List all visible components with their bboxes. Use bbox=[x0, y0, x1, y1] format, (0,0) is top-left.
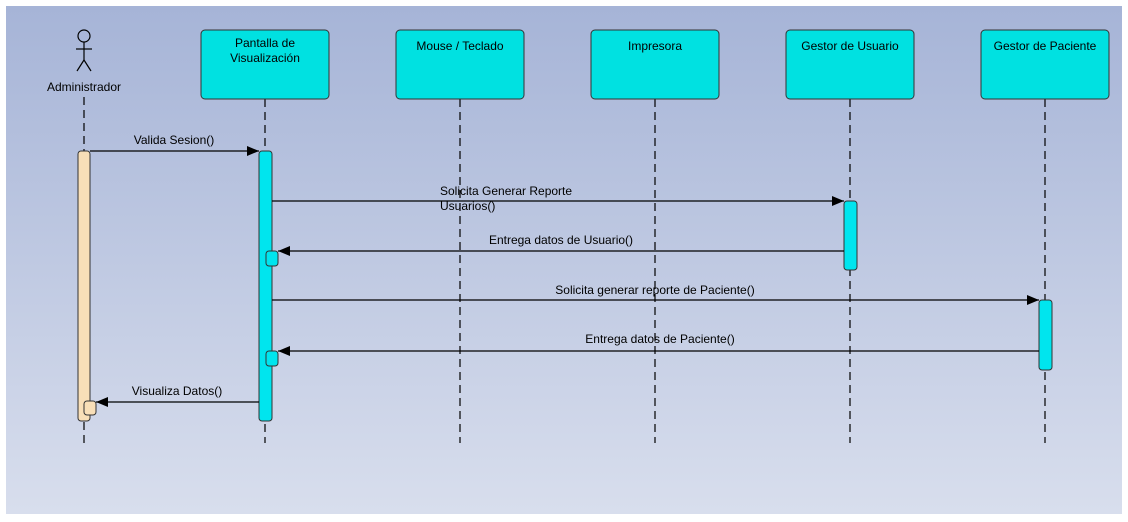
message-entrega-datos-usuario[interactable]: Entrega datos de Usuario() bbox=[278, 233, 844, 256]
lifeline-label: Impresora bbox=[628, 39, 682, 53]
actor-label: Administrador bbox=[47, 80, 121, 94]
lifeline-label: Pantalla de bbox=[235, 36, 295, 50]
actor-activation-nested[interactable] bbox=[83, 400, 97, 416]
message-valida-sesion[interactable]: Valida Sesion() bbox=[90, 133, 259, 156]
lifeline-label: Mouse / Teclado bbox=[416, 39, 503, 53]
actor-stick-figure-icon bbox=[76, 29, 92, 72]
lifeline-label: Visualización bbox=[230, 51, 300, 65]
message-solicita-reporte-paciente[interactable]: Solicita generar reporte de Paciente() bbox=[272, 283, 1039, 305]
lifeline-mouse[interactable]: Mouse / Teclado bbox=[395, 29, 525, 443]
lifeline-gestor-usuario[interactable]: Gestor de Usuario bbox=[785, 29, 915, 443]
gestor-paciente-activation-bar[interactable] bbox=[1038, 299, 1053, 371]
lifeline-box[interactable] bbox=[980, 29, 1110, 100]
lifeline-box[interactable] bbox=[395, 29, 525, 100]
message-entrega-datos-paciente[interactable]: Entrega datos de Paciente() bbox=[278, 332, 1039, 356]
lifeline-label: Gestor de Paciente bbox=[994, 39, 1097, 53]
message-label: Usuarios() bbox=[440, 199, 495, 213]
message-label: Valida Sesion() bbox=[134, 133, 214, 147]
actor-activation-bar[interactable] bbox=[77, 150, 91, 422]
lifeline-label: Gestor de Usuario bbox=[801, 39, 899, 53]
lifeline-gestor-paciente[interactable]: Gestor de Paciente bbox=[980, 29, 1110, 443]
lifeline-box[interactable] bbox=[785, 29, 915, 100]
actor-administrador[interactable]: Administrador bbox=[47, 29, 121, 94]
pantalla-activation-bar[interactable] bbox=[258, 150, 273, 422]
lifeline-impresora[interactable]: Impresora bbox=[590, 29, 720, 443]
lifeline-box[interactable] bbox=[200, 29, 330, 100]
message-label: Visualiza Datos() bbox=[132, 384, 222, 398]
pantalla-activation-nested[interactable] bbox=[265, 350, 279, 367]
pantalla-activation-nested[interactable] bbox=[265, 250, 279, 267]
message-label: Solicita generar reporte de Paciente() bbox=[555, 283, 754, 297]
message-label: Entrega datos de Usuario() bbox=[489, 233, 633, 247]
message-label: Entrega datos de Paciente() bbox=[585, 332, 734, 346]
gestor-usuario-activation-bar[interactable] bbox=[843, 200, 858, 271]
message-label: Solicita Generar Reporte bbox=[440, 184, 572, 198]
diagram-background bbox=[6, 6, 1122, 514]
lifeline-box[interactable] bbox=[590, 29, 720, 100]
message-visualiza-datos[interactable]: Visualiza Datos() bbox=[96, 384, 259, 407]
